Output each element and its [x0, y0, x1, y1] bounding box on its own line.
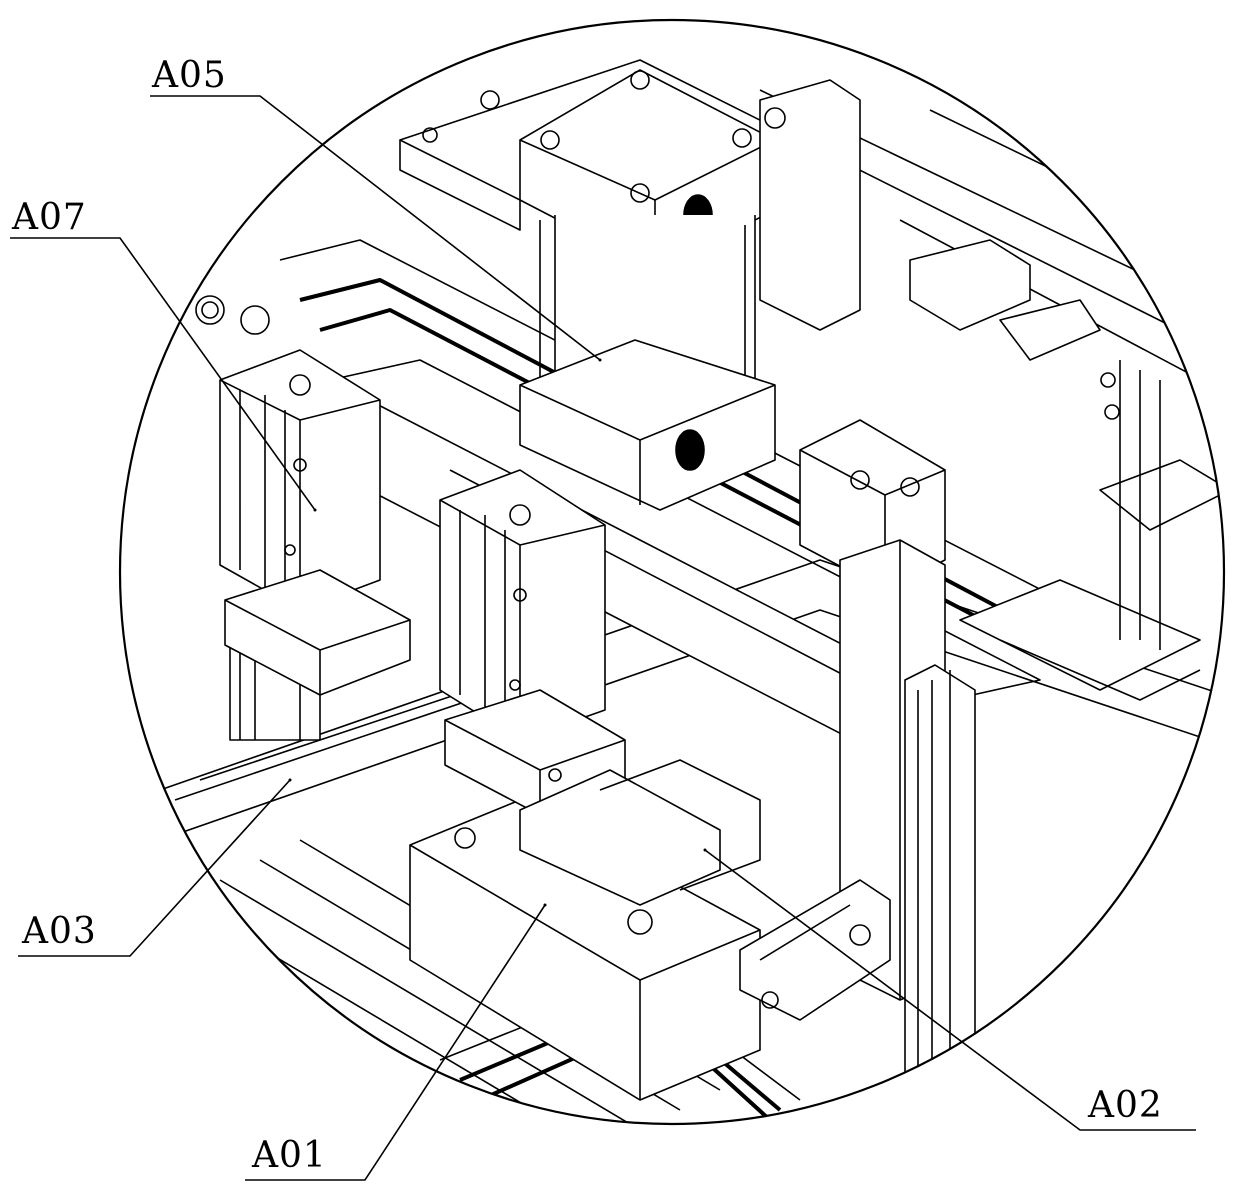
right-actuators [759, 79, 1161, 650]
leader-a02 [704, 849, 1196, 1131]
leader-a07 [10, 237, 316, 511]
guide-cylinder-left [195, 295, 411, 696]
leader-markers [288, 358, 707, 907]
leader-a05 [150, 95, 601, 361]
leader-a01 [245, 904, 546, 1181]
guide-cylinder-center [439, 469, 626, 816]
leader-a03 [18, 779, 291, 957]
label-a02: A02 [1088, 1085, 1163, 1126]
gripper-fixture [519, 459, 1224, 1021]
label-a05: A05 [152, 55, 227, 96]
detail-circle [118, 18, 1226, 1126]
pneumatic-cylinder [519, 69, 776, 511]
leader-lines [10, 95, 1196, 1181]
detail-view [159, 59, 1224, 1124]
label-a01: A01 [252, 1135, 327, 1176]
label-a07: A07 [12, 197, 87, 238]
label-a03: A03 [22, 911, 97, 952]
